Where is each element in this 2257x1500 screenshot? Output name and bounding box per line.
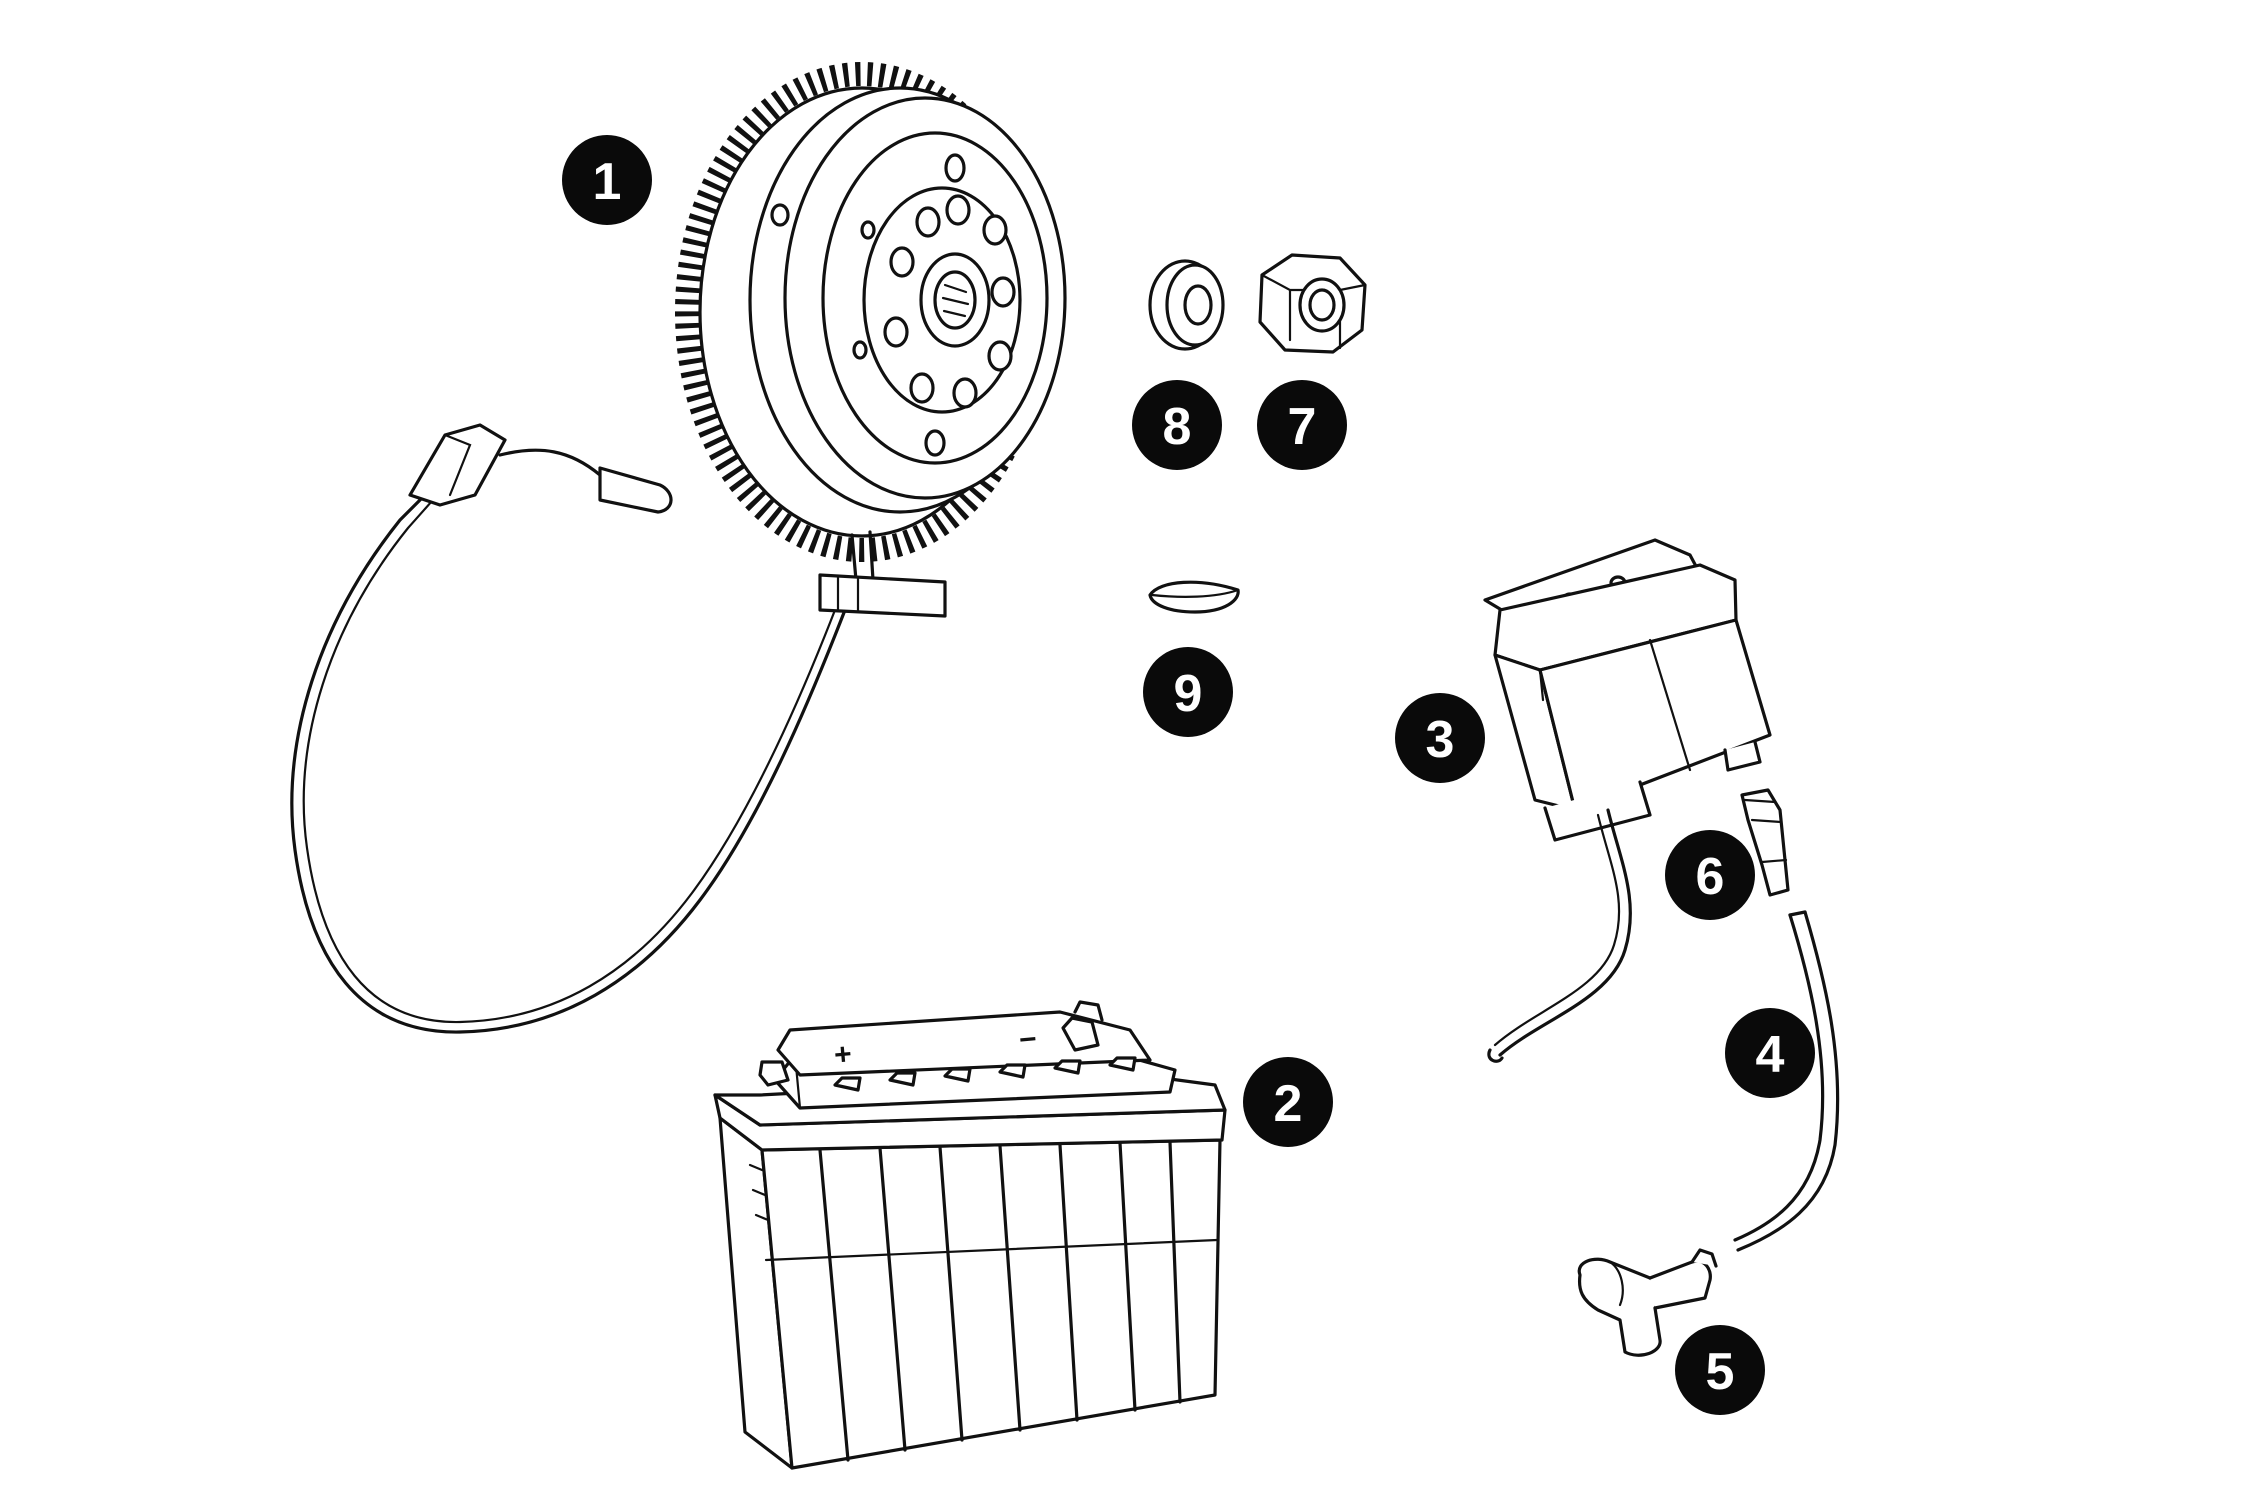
callout-3-label: 3 (1426, 711, 1455, 769)
callout-2: 2 (1243, 1057, 1333, 1147)
callout-7: 7 (1257, 380, 1347, 470)
spark-plug-cap (1577, 1248, 1718, 1357)
callout-1: 1 (562, 135, 652, 225)
battery: + − (713, 1000, 1227, 1470)
callout-2-label: 2 (1274, 1075, 1303, 1133)
ht-lead (1733, 910, 1840, 1252)
woodruff-key (1148, 580, 1240, 614)
callout-8: 8 (1132, 380, 1222, 470)
flywheel-cable (290, 423, 947, 1034)
callout-9-label: 9 (1174, 665, 1203, 723)
hex-nut (1258, 253, 1367, 354)
callout-7-label: 7 (1288, 398, 1317, 456)
callout-5: 5 (1675, 1325, 1765, 1415)
battery-plus-marking: + (833, 1038, 853, 1072)
callout-6: 6 (1665, 830, 1755, 920)
callout-1-label: 1 (593, 153, 622, 211)
battery-minus-marking: − (1018, 1023, 1038, 1057)
boot-sleeve (1740, 788, 1790, 897)
callout-6-label: 6 (1696, 848, 1725, 906)
cdi-module (1483, 538, 1772, 1063)
callout-4: 4 (1725, 1008, 1815, 1098)
callout-4-label: 4 (1756, 1026, 1785, 1084)
callout-5-label: 5 (1706, 1343, 1735, 1401)
callout-8-label: 8 (1163, 398, 1192, 456)
callout-3: 3 (1395, 693, 1485, 783)
washer (1148, 259, 1225, 351)
flywheel-rotor (675, 62, 1067, 582)
callout-9: 9 (1143, 647, 1233, 737)
